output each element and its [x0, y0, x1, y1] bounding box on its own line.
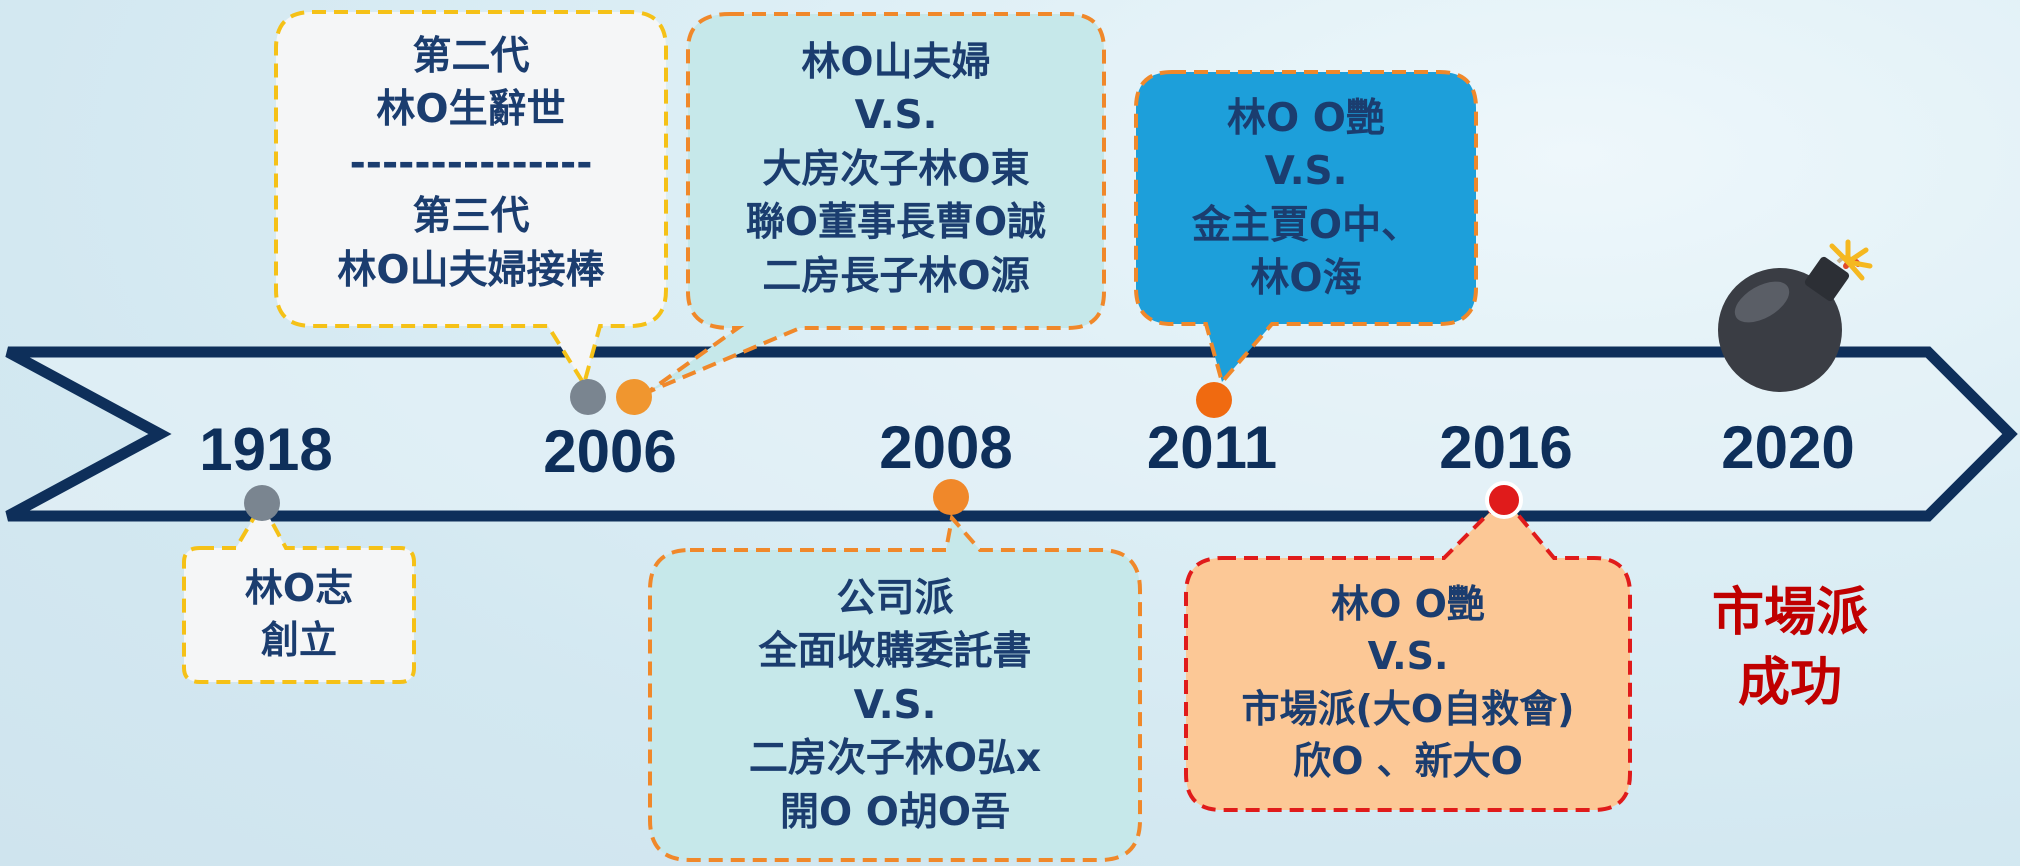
event-1918-text: 林O志 創立 — [244, 566, 354, 663]
dot-2011 — [1196, 382, 1232, 418]
year-2006: 2006 — [543, 418, 677, 485]
event-2006-dispute-text: 林O山夫婦 V.S. 大房次子林O東 聯O董事長曹O誠 二房長子林O源 — [745, 40, 1047, 299]
bubble-1918 — [182, 499, 416, 684]
dot-2016 — [1485, 481, 1523, 519]
dot-2006-orange — [616, 379, 652, 415]
year-2020: 2020 — [1721, 414, 1855, 481]
bubble-2016 — [1184, 495, 1632, 812]
event-2016-text: 林O O艷 V.S. 市場派(大O自救會) 欣O 、新大O — [1241, 582, 1575, 784]
dot-2006-grey — [570, 379, 606, 415]
bubble-2008 — [648, 513, 1142, 862]
bubble-2006-dispute — [646, 12, 1106, 394]
dot-2008 — [933, 479, 969, 515]
bubble-2006-succession — [274, 10, 668, 389]
timeline-arrow — [5, 346, 2018, 522]
event-2011-text: 林O O艷 V.S. 金主賈O中、 林O海 — [1191, 96, 1421, 302]
bomb-icon — [1718, 239, 1873, 392]
year-1918: 1918 — [199, 416, 333, 483]
bubble-2011 — [1134, 70, 1478, 387]
event-2006-succession-text: 第二代 林O生辭世 --------------- 第三代 林O山夫婦接棒 — [337, 34, 605, 293]
year-2011: 2011 — [1146, 414, 1278, 481]
year-2016: 2016 — [1439, 414, 1573, 481]
event-2008-text: 公司派 全面收購委託書 V.S. 二房次子林O弘x 開O O胡O吾 — [748, 576, 1042, 835]
dot-1918 — [244, 485, 280, 521]
result-text: 市場派 成功 — [1711, 583, 1868, 714]
year-2008: 2008 — [879, 414, 1013, 481]
